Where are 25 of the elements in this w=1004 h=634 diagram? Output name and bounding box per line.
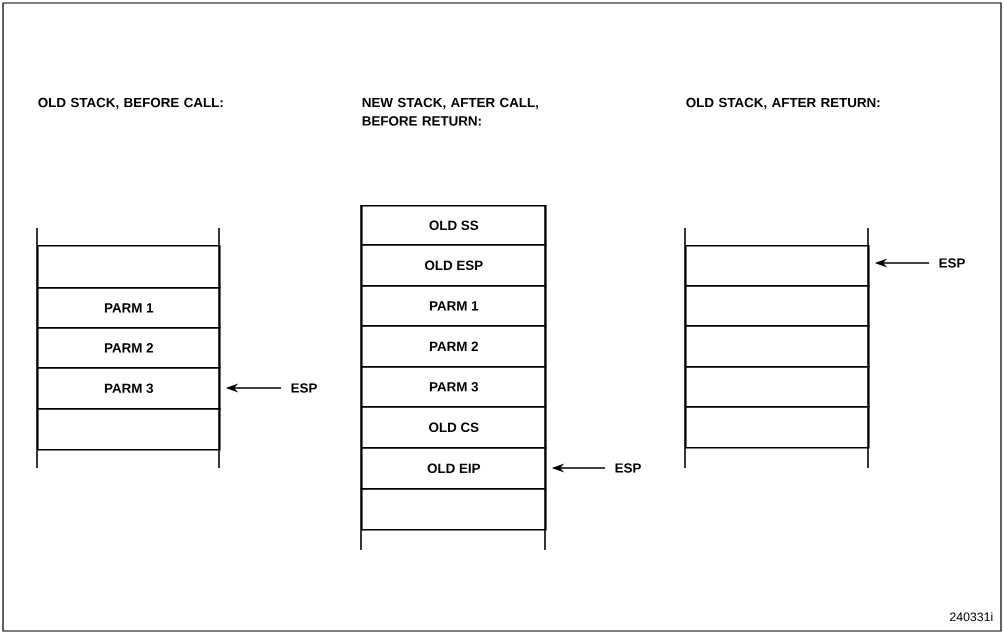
- empty-stack-cell: [685, 285, 870, 327]
- empty-stack-cell: [685, 245, 870, 287]
- stack-cell: PARM 2: [37, 327, 221, 369]
- figure-number: 240331i: [950, 612, 993, 622]
- stack-cell: PARM 2: [361, 325, 547, 368]
- stack-cell: PARM 3: [37, 367, 221, 410]
- empty-stack-cell: [685, 366, 870, 408]
- stack-cell: OLD ESP: [361, 244, 547, 287]
- pointer-label: ESP: [615, 463, 641, 473]
- stack-cell: OLD CS: [361, 406, 547, 449]
- stack-cell: OLD EIP: [361, 447, 547, 490]
- pointer-label: ESP: [291, 383, 317, 393]
- stack-title: OLD STACK, BEFORE CALL:: [38, 97, 223, 110]
- stack-cell: OLD SS: [361, 205, 547, 246]
- empty-stack-cell: [685, 325, 870, 368]
- stack-cell: PARM 1: [37, 287, 221, 329]
- stack-cell: PARM 3: [361, 366, 547, 408]
- pointer-label: ESP: [939, 258, 965, 268]
- stack-title: OLD STACK, AFTER RETURN:: [686, 97, 880, 110]
- empty-stack-cell: [37, 408, 221, 451]
- empty-stack-cell: [37, 245, 221, 289]
- stack-cell: PARM 1: [361, 285, 547, 327]
- empty-stack-cell: [361, 488, 547, 531]
- stack-title: NEW STACK, AFTER CALL, BEFORE RETURN:: [362, 97, 538, 126]
- empty-stack-cell: [685, 406, 870, 449]
